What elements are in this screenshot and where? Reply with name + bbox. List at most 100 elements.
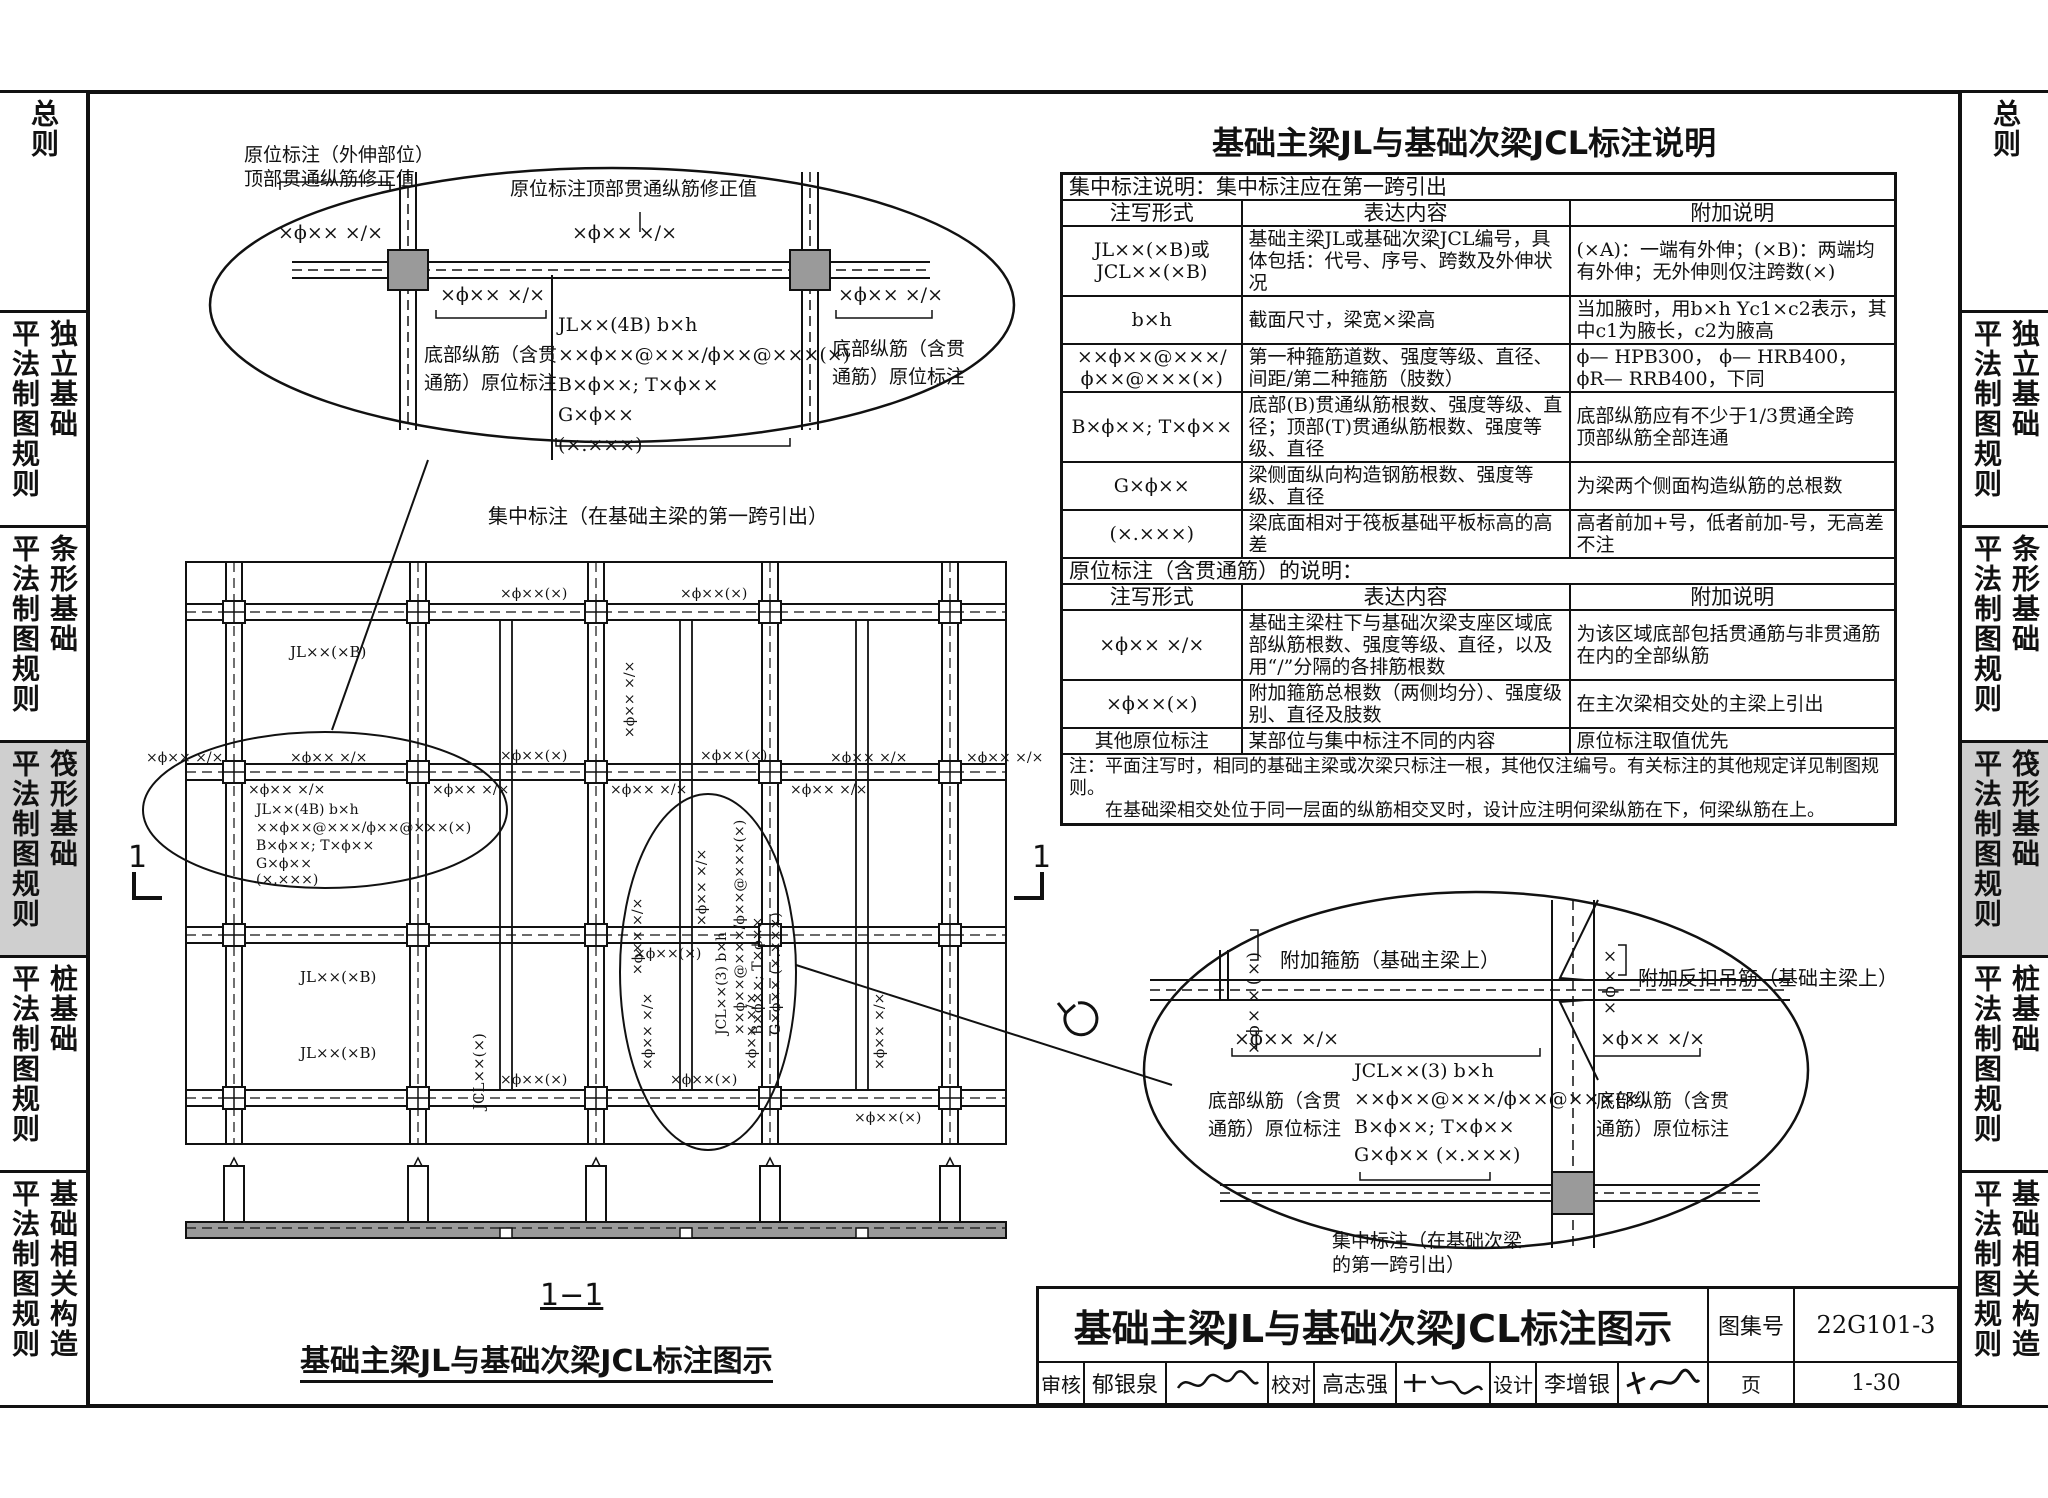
plan-label-v6: ×ϕ×× ×/×	[744, 992, 760, 1070]
col-header-2: 附加说明	[1568, 199, 1897, 227]
section-mark-1: 1	[1032, 840, 1052, 875]
plan-label-s7: ×ϕ××(×)	[670, 1072, 738, 1088]
left-tab-2[interactable]: 平法制图规则条形基础	[0, 525, 86, 740]
bottom-note-right-2: 通筋）原位标注	[832, 366, 966, 388]
rebar-left: ×ϕ×× ×/×	[278, 222, 383, 244]
r1-content-3: 底部(B)贯通纵筋根数、强度等级、直径；顶部(T)贯通纵筋根数、强度等级、直径	[1240, 391, 1571, 463]
plan-label-vert1: ×ϕ×× ×/×	[622, 660, 638, 738]
r1-content-0: 基础主梁JL或基础次梁JCL编号，具体包括：代号、序号、跨数及外伸状况	[1240, 225, 1571, 297]
plan-label-v1: JCL××(3) b×h	[714, 931, 730, 1035]
r2-content-2: 某部位与集中标注不同的内容	[1240, 727, 1571, 755]
left-tab-3-col-1: 筏形基础	[46, 749, 79, 869]
r1-note-0: (×A)：一端有外伸；(×B)：两端均有外伸；无外伸则仅注跨数(×)	[1568, 225, 1897, 297]
left-tab-5[interactable]: 平法制图规则基础相关构造	[0, 1170, 86, 1408]
title-block-title: 基础主梁JL与基础次梁JCL标注图示	[1039, 1289, 1709, 1363]
left-tab-0-col-0: 总则	[27, 99, 60, 159]
bc-bottom-left-1: 底部纵筋（含贯	[1208, 1090, 1342, 1112]
hanger-label: 附加反扣吊筋（基础主梁上）	[1638, 966, 1898, 990]
top-callout	[208, 166, 1016, 731]
r1-note-5: 高者前加+号，低者前加-号，无高差不注	[1568, 509, 1897, 559]
r2-form-0: ×ϕ×× ×/×	[1060, 609, 1243, 681]
rotate-symbol	[1056, 1001, 1099, 1037]
right-tab-4-col-1: 桩基础	[2008, 964, 2041, 1054]
r1-form-3: B×ϕ××; T×ϕ××	[1060, 391, 1243, 463]
left-tab-3-col-0: 平法制图规则	[8, 749, 41, 929]
plan-label-jcl: JCL××(×)	[470, 1033, 488, 1110]
ext-label-1: 原位标注（外伸部位）	[244, 144, 435, 166]
r1-form-4: G×ϕ××	[1060, 461, 1243, 511]
plan-label-c2: ××ϕ××@×××/ϕ××@×××(×)	[256, 820, 472, 836]
left-tab-5-col-0: 平法制图规则	[8, 1179, 41, 1359]
plan-label-s3: ×ϕ××(×)	[500, 748, 568, 764]
plan-callout-ellipse-left	[142, 731, 508, 889]
r1-form-5: (×.×××)	[1060, 509, 1243, 559]
left-tab-1[interactable]: 平法制图规则独立基础	[0, 310, 86, 525]
left-tab-4[interactable]: 平法制图规则桩基础	[0, 955, 86, 1170]
title-block: 基础主梁JL与基础次梁JCL标注图示 图集号 22G101-3 审核 郁银泉 校…	[1036, 1286, 1960, 1406]
right-tab-4[interactable]: 平法制图规则桩基础	[1962, 955, 2048, 1170]
design-label: 设计	[1491, 1363, 1537, 1403]
drawing-frame	[86, 90, 1962, 1408]
right-tab-1[interactable]: 平法制图规则独立基础	[1962, 310, 2048, 525]
plan-label-r1: ×ϕ×× ×/×	[146, 750, 224, 766]
r2-form-2: 其他原位标注	[1060, 727, 1243, 755]
r1-note-1: 当加腋时，用b×h Yc1×c2表示，其中c1为腋长，c2为腋高	[1568, 295, 1897, 345]
r1-form-0: JL××(×B)或 JCL××(×B)	[1060, 225, 1243, 297]
right-tab-5[interactable]: 平法制图规则基础相关构造	[1962, 1170, 2048, 1408]
right-tab-2-col-1: 条形基础	[2008, 534, 2041, 654]
plan-label-r6: ×ϕ×× ×/×	[830, 750, 908, 766]
r1-content-5: 梁底面相对于筏板基础平板标高的高差	[1240, 509, 1571, 559]
atlas-label: 图集号	[1709, 1289, 1795, 1363]
check-label: 校对	[1269, 1363, 1315, 1403]
rebar-top: ×ϕ×× ×/×	[572, 222, 677, 244]
right-tab-2[interactable]: 平法制图规则条形基础	[1962, 525, 2048, 740]
designer-signature	[1619, 1363, 1709, 1403]
bottom-note-left-2: 通筋）原位标注	[424, 372, 558, 394]
left-tab-3[interactable]: 平法制图规则筏形基础	[0, 740, 86, 955]
rebar-bottom-right: ×ϕ×× ×/×	[838, 284, 943, 306]
right-tab-0-col-0: 总则	[1989, 99, 2022, 159]
plan-label-v4: G×ϕ×× (×.×××)	[768, 912, 784, 1035]
section-label: 1−1	[540, 1278, 604, 1313]
left-tab-4-col-0: 平法制图规则	[8, 964, 41, 1144]
bc-centralized-1: 集中标注（在基础次梁	[1332, 1230, 1523, 1252]
review-label: 审核	[1039, 1363, 1085, 1403]
right-tab-3[interactable]: 平法制图规则筏形基础	[1962, 740, 2048, 955]
center-annotation-2: ××ϕ××@×××/ϕ××@×××(×)	[558, 344, 851, 366]
footnote-2: 在基础梁相交处位于同一层面的纵筋相交叉时，设计应注明何梁纵筋在下，何梁纵筋在上。	[1105, 800, 1825, 821]
bc-center-4: G×ϕ×× (×.×××)	[1354, 1144, 1521, 1166]
left-tab-1-col-0: 平法制图规则	[8, 319, 41, 499]
plan-label-r10: ×ϕ×× ×/×	[872, 992, 888, 1070]
center-annotation-4: G×ϕ××	[558, 404, 634, 426]
reviewer-signature	[1167, 1363, 1269, 1403]
right-tab-0[interactable]: 总则	[1962, 90, 2048, 240]
ext-label-2: 顶部贯通纵筋修正值	[244, 168, 416, 190]
r2-note-0: 为该区域底部包括贯通筋与非贯通筋在内的全部纵筋	[1568, 609, 1897, 681]
center-annotation-3: B×ϕ××; T×ϕ××	[558, 374, 719, 396]
left-tab-5-col-1: 基础相关构造	[46, 1179, 79, 1359]
left-tab-0[interactable]: 总则	[0, 90, 86, 240]
plan-label-s4: ×ϕ××(×)	[700, 748, 768, 764]
bottom-note-left-1: 底部纵筋（含贯	[424, 344, 558, 366]
designer: 李增银	[1537, 1363, 1619, 1403]
plan-label-r7: ×ϕ×× ×/×	[966, 750, 1044, 766]
bc-centralized-2: 的第一跨引出）	[1332, 1254, 1466, 1276]
plan-label-s6: ×ϕ××(×)	[500, 1072, 568, 1088]
plan-label-r8: ×ϕ×× ×/×	[610, 782, 688, 798]
r1-content-2: 第一种箍筋道数、强度等级、直径、间距/第二种箍筋（肢数）	[1240, 343, 1571, 393]
checker-signature	[1397, 1363, 1491, 1403]
bottom-callout-rebar-left: ×ϕ×× ×/×	[1234, 1028, 1339, 1050]
right-tab-1-col-0: 平法制图规则	[1970, 319, 2003, 499]
plan-label-r2: ×ϕ×× ×/×	[290, 750, 368, 766]
r2-note-2: 原位标注取值优先	[1568, 727, 1897, 755]
page-label: 页	[1709, 1363, 1795, 1403]
plan-label-r3: ×ϕ×× ×/×	[432, 782, 510, 798]
footnote: 注：平面注写时，相同的基础主梁或次梁只标注一根，其他仅注编号。有关标注的其他规定…	[1060, 753, 1897, 826]
right-tab-1-col-1: 独立基础	[2008, 319, 2041, 439]
hanger-text: ×ϕ××	[1600, 946, 1620, 1018]
bottom-callout-rebar-right: ×ϕ×× ×/×	[1600, 1028, 1705, 1050]
centralized-header: 集中标注说明：集中标注应在第一跨引出	[1060, 172, 1897, 201]
